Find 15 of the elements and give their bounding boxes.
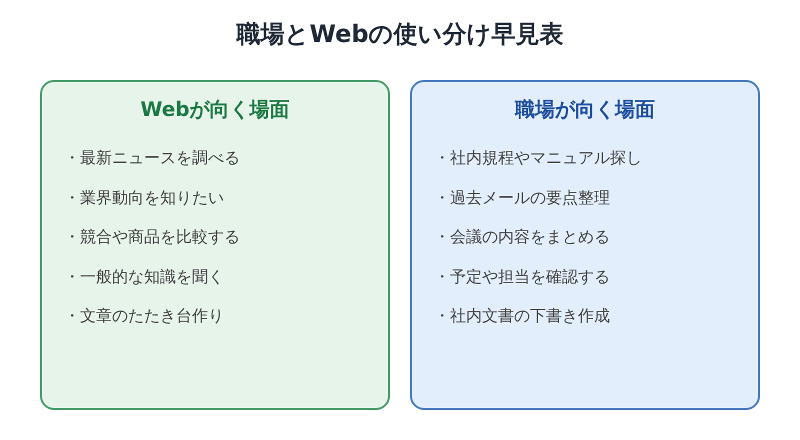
list-item: ・最新ニュースを調べる: [64, 148, 240, 169]
list-item: ・予定や担当を確認する: [434, 266, 610, 288]
category-panel: [40, 80, 390, 410]
list-item: ・過去メールの要点整理: [434, 188, 610, 208]
list-item: ・社内文書の下書き作成: [434, 306, 610, 327]
title: 職場とWebの使い分け早見表: [235, 19, 565, 50]
list-item: ・社内規程やマニュアル探し: [434, 148, 642, 169]
list-item: ・文章のたたき台作り: [64, 306, 224, 327]
panel-heading: Webが向く場面: [139, 96, 291, 123]
list-item: ・競合や商品を比較する: [64, 227, 240, 248]
panel-heading: 職場が向く場面: [514, 96, 656, 123]
list-item: ・一般的な知識を聞く: [64, 266, 224, 288]
list-item: ・会議の内容をまとめる: [434, 227, 610, 248]
category-panel: [410, 80, 760, 410]
list-item: ・業界動向を知りたい: [64, 188, 224, 208]
